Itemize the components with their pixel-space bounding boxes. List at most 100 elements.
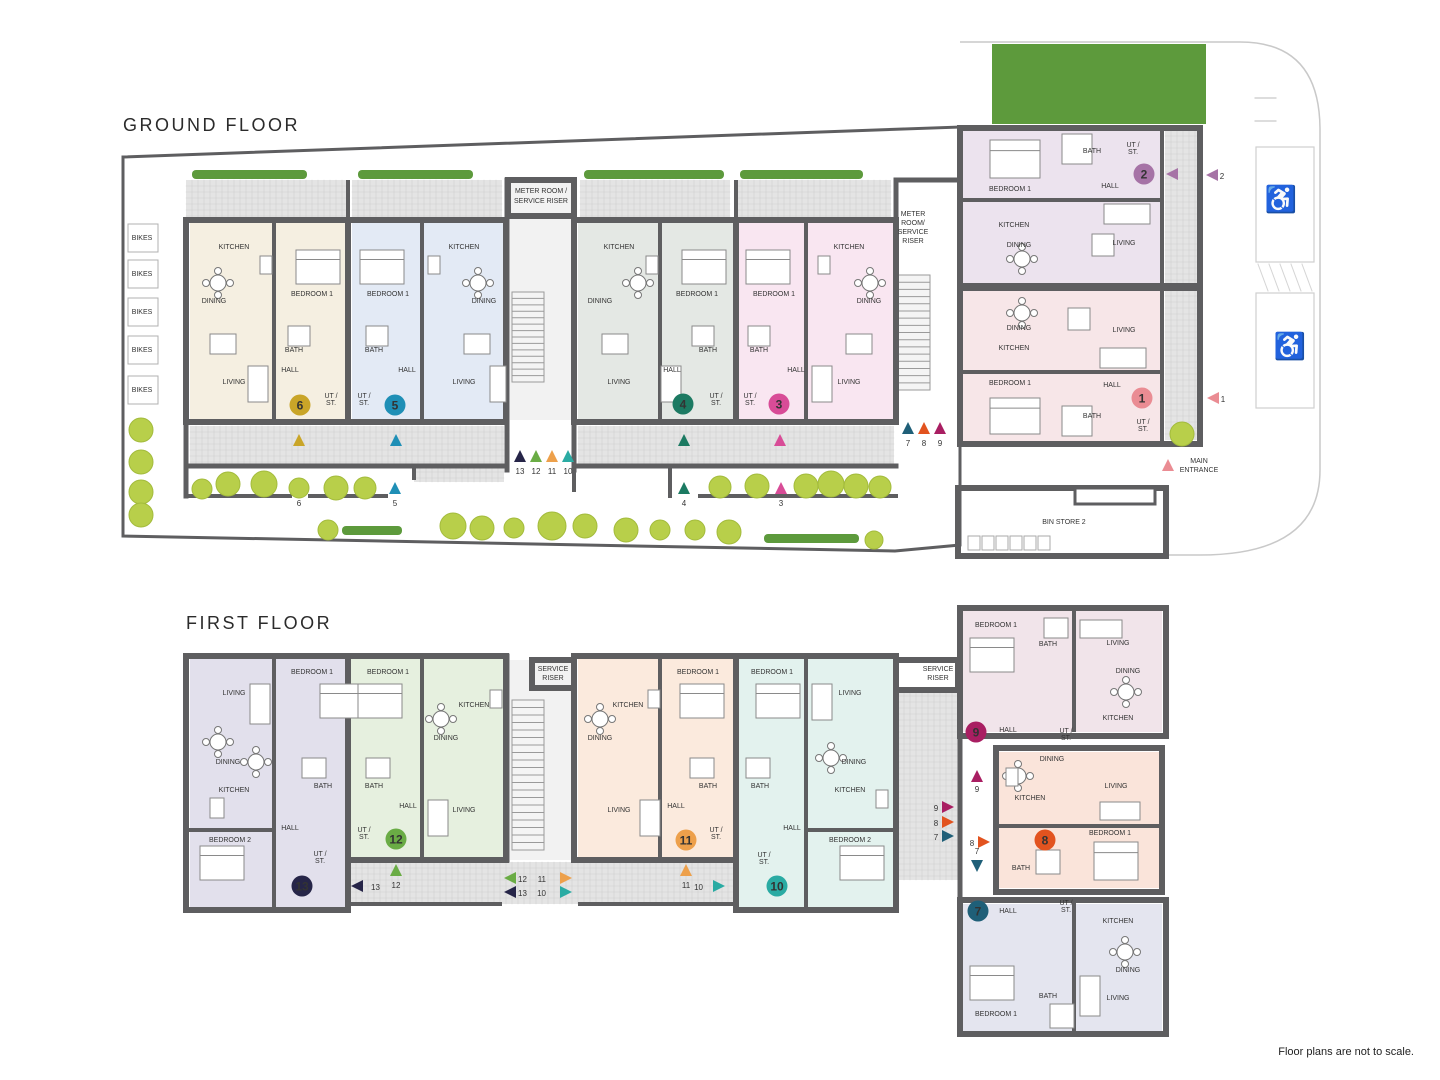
room-label: BEDROOM 1 bbox=[989, 380, 1031, 387]
chair-icon bbox=[1121, 936, 1129, 944]
room-label: BATH bbox=[314, 783, 332, 790]
wheelchair-icon: ♿ bbox=[1265, 184, 1297, 214]
sofa-icon bbox=[1099, 801, 1141, 821]
bed-icon bbox=[755, 683, 801, 719]
shower-icon bbox=[287, 325, 311, 347]
bike-store bbox=[127, 223, 159, 253]
room-label: BEDROOM 2 bbox=[829, 837, 871, 844]
sofa-icon bbox=[489, 365, 507, 403]
apartment-number-6: 6 bbox=[297, 399, 304, 413]
chair-icon bbox=[866, 267, 874, 275]
room-label: UT / bbox=[1059, 900, 1072, 907]
chair-icon bbox=[240, 758, 248, 766]
apartment-number-7: 7 bbox=[975, 905, 982, 919]
entrance-arrow-2 bbox=[1206, 169, 1218, 181]
room-label: HALL bbox=[783, 825, 801, 832]
bike-store-label: BIKES bbox=[132, 347, 153, 354]
entrance-arrow-13 bbox=[351, 880, 363, 892]
chair-icon bbox=[866, 291, 874, 299]
chair-icon bbox=[1006, 255, 1014, 263]
room-label: BEDROOM 1 bbox=[751, 669, 793, 676]
hatch bbox=[1290, 263, 1302, 292]
entrance-arrow-1 bbox=[1207, 392, 1219, 404]
room-label: ST. bbox=[711, 834, 721, 841]
hob-icon bbox=[817, 255, 831, 275]
shrub bbox=[572, 513, 598, 539]
entrance-number-5: 5 bbox=[393, 499, 398, 508]
bike-store bbox=[127, 375, 159, 405]
shrub bbox=[716, 519, 742, 545]
entrance-number-9: 9 bbox=[938, 439, 943, 448]
room-label: ENTRANCE bbox=[1180, 467, 1219, 474]
entrance-arrow-8 bbox=[942, 816, 954, 828]
chair-icon bbox=[252, 746, 260, 754]
room-label: KITCHEN bbox=[219, 787, 250, 794]
room-label: BATH bbox=[699, 347, 717, 354]
entrance-number-6: 6 bbox=[297, 499, 302, 508]
room-label: HALL bbox=[398, 367, 416, 374]
chair-icon bbox=[474, 291, 482, 299]
bed-icon bbox=[319, 683, 365, 719]
room-label: MAIN bbox=[1190, 458, 1208, 465]
shrub bbox=[469, 515, 495, 541]
apartment-badge-9 bbox=[965, 721, 987, 743]
room-label: DINING bbox=[1007, 242, 1032, 249]
shrub bbox=[250, 470, 278, 498]
room-label: DINING bbox=[434, 735, 459, 742]
entrance-arrow-9 bbox=[934, 422, 946, 434]
entrance-arrow-7 bbox=[971, 860, 983, 872]
chair-icon bbox=[486, 279, 494, 287]
lawn bbox=[992, 44, 1206, 124]
meter-room-label: METER ROOM / bbox=[515, 188, 567, 195]
room-label: DINING bbox=[588, 735, 613, 742]
chair-icon bbox=[264, 758, 272, 766]
room-label: KITCHEN bbox=[835, 787, 866, 794]
room-label: HALL bbox=[999, 908, 1017, 915]
bike-store-label: BIKES bbox=[132, 387, 153, 394]
entrance-arrow-4 bbox=[678, 482, 690, 494]
entrance-arrow-8 bbox=[918, 422, 930, 434]
apartment-8-wall bbox=[993, 745, 1165, 895]
bin-icon bbox=[1009, 535, 1023, 551]
entrance-number-12: 12 bbox=[532, 467, 541, 476]
dining-table-icon bbox=[209, 733, 227, 751]
terrace bbox=[352, 180, 502, 218]
room-label: BATH bbox=[1039, 993, 1057, 1000]
entrance-number-4: 4 bbox=[682, 499, 687, 508]
entrance-number-1: 1 bbox=[1221, 395, 1226, 404]
service-riser-label: SERVICE bbox=[538, 666, 569, 673]
room-label: HALL bbox=[787, 367, 805, 374]
room-label: DINING bbox=[472, 298, 497, 305]
bed-icon bbox=[989, 397, 1041, 435]
bike-store-label: BIKES bbox=[132, 309, 153, 316]
room-label: KITCHEN bbox=[613, 702, 644, 709]
entrance-arrow-3 bbox=[775, 482, 787, 494]
shrub bbox=[439, 512, 467, 540]
room-label: BEDROOM 1 bbox=[975, 1011, 1017, 1018]
chair-icon bbox=[1030, 255, 1038, 263]
dining-table-icon bbox=[247, 753, 265, 771]
room-label: BATH bbox=[699, 783, 717, 790]
entrance-arrow-12 bbox=[390, 864, 402, 876]
sofa-icon bbox=[1099, 347, 1147, 369]
entrance-arrow-11 bbox=[546, 450, 558, 462]
chair-icon bbox=[596, 703, 604, 711]
armchair-icon bbox=[463, 333, 491, 355]
apartment-badge-10 bbox=[766, 875, 788, 897]
room-label: UT / bbox=[313, 851, 326, 858]
room-label: BATH bbox=[1039, 641, 1057, 648]
sofa-icon bbox=[1103, 203, 1151, 225]
room-label: UT / bbox=[709, 827, 722, 834]
chair-icon bbox=[634, 291, 642, 299]
sofa-icon bbox=[1079, 975, 1101, 1017]
chair-icon bbox=[634, 267, 642, 275]
service-riser-label: SERVICE bbox=[923, 666, 954, 673]
room-label: LIVING bbox=[608, 807, 631, 814]
bin-store-door bbox=[1073, 486, 1157, 506]
dining-table-icon bbox=[861, 274, 879, 292]
hedge bbox=[342, 526, 402, 535]
room-label: ST. bbox=[1061, 907, 1071, 914]
room-label: DINING bbox=[1116, 668, 1141, 675]
entrance-number-8: 8 bbox=[970, 839, 975, 848]
shrub bbox=[128, 417, 154, 443]
